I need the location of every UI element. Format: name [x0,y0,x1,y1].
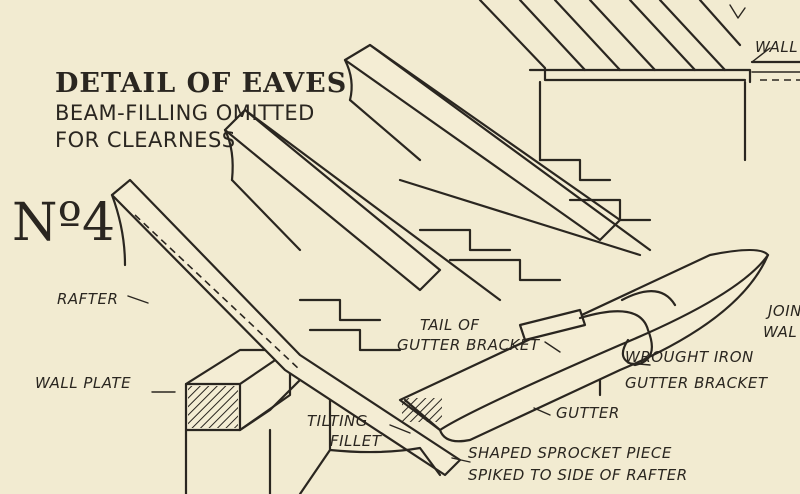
label-sprocket-2: SPIKED TO SIDE OF RAFTER [468,466,688,484]
gutter [398,248,770,443]
label-tilting-1: TILTING [307,412,368,430]
label-joint-1: JOIN [765,302,800,320]
label-rafter: RAFTER [57,290,118,308]
leader-lines [127,295,651,463]
label-wall-plate: WALL PLATE [35,374,131,392]
label-wall-top: WALL [755,38,798,56]
rafters [110,43,652,477]
label-joint-2: WAL [763,323,797,341]
title-line-1: DETAIL OF EAVES [55,68,347,99]
label-tail-2: GUTTER BRACKET [397,336,541,354]
sprocket-piece [328,446,442,477]
label-sprocket-1: SHAPED SPROCKET PIECE [468,444,672,462]
label-wrought-2: GUTTER BRACKET [625,374,769,392]
label-tail-1: TAIL OF [420,316,480,334]
title-line-3: FOR CLEARNESS [55,128,236,152]
title-line-2: BEAM-FILLING OMITTED [55,101,315,125]
label-tilting-2: FILLET [330,432,383,450]
label-wrought-1: WROUGHT IRON [625,348,754,366]
label-gutter: GUTTER [556,404,620,422]
gutter-bracket [518,290,677,367]
step-blocks [298,158,652,397]
upper-roof-sketch [478,0,800,162]
drawing-number: Nº4 [12,193,115,253]
